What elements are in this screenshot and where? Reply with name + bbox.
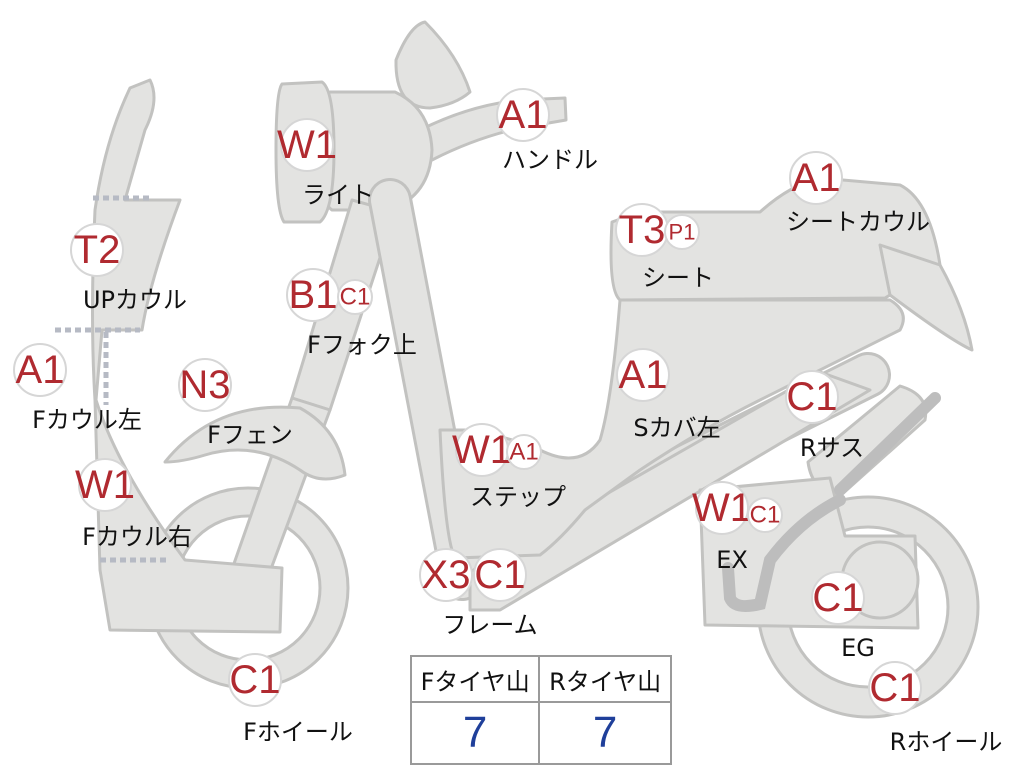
badge-f-fork-top: B1 C1 bbox=[286, 268, 373, 322]
cowl-shape bbox=[91, 78, 284, 634]
part-label-up-cowl: UPカウル bbox=[83, 286, 187, 314]
part-label-seat: シート bbox=[642, 264, 714, 292]
grade-text-second: C1 bbox=[474, 553, 525, 597]
grade-circle-small bbox=[506, 434, 542, 470]
grade-circle-small bbox=[747, 497, 783, 533]
tire-tread-table: Fタイヤ山 Rタイヤ山 7 7 bbox=[409, 655, 672, 765]
grade-text: W1 bbox=[692, 486, 752, 530]
badge-f-cowl-left: A1 bbox=[13, 343, 67, 397]
windscreen-shape bbox=[394, 20, 472, 110]
grade-circle-small bbox=[664, 214, 700, 250]
grade-circle bbox=[280, 118, 334, 172]
badge-r-sus: C1 bbox=[785, 370, 839, 424]
part-label-s-cover-left: Sカバ左 bbox=[633, 414, 720, 442]
front-tread-value: 7 bbox=[409, 701, 541, 765]
part-label-f-wheel: Fホイール bbox=[243, 718, 353, 746]
grade-text: X3 bbox=[422, 553, 471, 597]
part-label-r-wheel: Rホイール bbox=[890, 728, 1003, 756]
badge-seat-cowl: A1 bbox=[789, 151, 843, 205]
badge-eg: C1 bbox=[811, 571, 865, 625]
tail-shape bbox=[878, 243, 974, 352]
grade-circle bbox=[789, 151, 843, 205]
seat-shape bbox=[609, 176, 942, 302]
exhaust-pipe bbox=[722, 494, 846, 612]
grade-text: A1 bbox=[619, 353, 668, 397]
grade-circle bbox=[78, 458, 132, 512]
grade-text: T3 bbox=[619, 208, 666, 252]
grade-circle bbox=[419, 548, 473, 602]
badge-f-fender: N3 bbox=[178, 358, 232, 412]
badge-up-cowl: T2 bbox=[70, 223, 124, 277]
grade-circle bbox=[868, 661, 922, 715]
grade-text: C1 bbox=[229, 658, 280, 702]
part-label-ex: EX bbox=[716, 546, 748, 574]
grade-text: B1 bbox=[289, 273, 338, 317]
badge-ex: W1 C1 bbox=[692, 481, 783, 535]
part-label-f-cowl-right: Fカウル右 bbox=[82, 523, 192, 551]
grade-circle bbox=[496, 88, 550, 142]
grade-text-small: C1 bbox=[340, 284, 371, 311]
grade-circle bbox=[178, 358, 232, 412]
grade-text-small: C1 bbox=[750, 502, 781, 529]
badge-frame: X3 C1 bbox=[419, 548, 527, 602]
part-label-eg: EG bbox=[841, 634, 875, 662]
badge-light: W1 bbox=[277, 118, 337, 172]
grade-text: N3 bbox=[179, 363, 230, 407]
grade-text: C1 bbox=[812, 576, 863, 620]
grade-circle-second bbox=[473, 548, 527, 602]
badge-seat: T3 P1 bbox=[615, 203, 700, 257]
grade-circle bbox=[811, 571, 865, 625]
rear-tread-value: 7 bbox=[538, 701, 672, 765]
swingarm-rod bbox=[834, 392, 941, 496]
grade-circle bbox=[70, 223, 124, 277]
part-label-r-sus: Rサス bbox=[800, 434, 864, 462]
tire-tread-header-row: Fタイヤ山 Rタイヤ山 bbox=[409, 655, 672, 703]
badge-s-cover-left: A1 bbox=[616, 348, 670, 402]
front-fender-shape bbox=[163, 405, 347, 481]
badge-f-cowl-right: W1 bbox=[75, 458, 135, 512]
grade-text: W1 bbox=[277, 123, 337, 167]
part-label-light: ライト bbox=[302, 181, 374, 209]
grade-text: W1 bbox=[75, 463, 135, 507]
grade-text-small: A1 bbox=[509, 439, 538, 466]
part-label-handle: ハンドル bbox=[502, 146, 598, 174]
grade-circle-small bbox=[337, 279, 373, 315]
frame-rail-panel bbox=[468, 370, 872, 612]
tire-tread-value-row: 7 7 bbox=[409, 701, 672, 765]
grade-text: W1 bbox=[452, 428, 512, 472]
part-label-step: ステップ bbox=[470, 483, 566, 511]
part-label-f-cowl-left: Fカウル左 bbox=[32, 406, 142, 434]
grade-text: T2 bbox=[74, 228, 121, 272]
grade-text-small: P1 bbox=[669, 220, 696, 245]
grade-text: A1 bbox=[792, 156, 841, 200]
badge-r-wheel: C1 bbox=[868, 661, 922, 715]
side-cover-shape bbox=[438, 298, 905, 560]
grade-text: A1 bbox=[16, 348, 65, 392]
part-label-seat-cowl: シートカウル bbox=[786, 208, 930, 236]
grade-text: A1 bbox=[499, 93, 548, 137]
grade-circle bbox=[616, 348, 670, 402]
badge-f-wheel: C1 bbox=[228, 653, 282, 707]
grade-circle bbox=[13, 343, 67, 397]
badge-handle: A1 bbox=[496, 88, 550, 142]
grade-text: C1 bbox=[786, 375, 837, 419]
rear-tread-header: Rタイヤ山 bbox=[538, 655, 672, 703]
grade-circle bbox=[228, 653, 282, 707]
grade-circle bbox=[695, 481, 749, 535]
part-label-f-fork-top: Fフォク上 bbox=[307, 331, 417, 359]
part-label-frame: フレーム bbox=[442, 611, 537, 639]
badge-step: W1 A1 bbox=[452, 423, 542, 477]
front-tread-header: Fタイヤ山 bbox=[409, 655, 541, 703]
grade-text: C1 bbox=[869, 666, 920, 710]
part-label-f-fender: Fフェン bbox=[207, 421, 293, 449]
grade-circle bbox=[785, 370, 839, 424]
